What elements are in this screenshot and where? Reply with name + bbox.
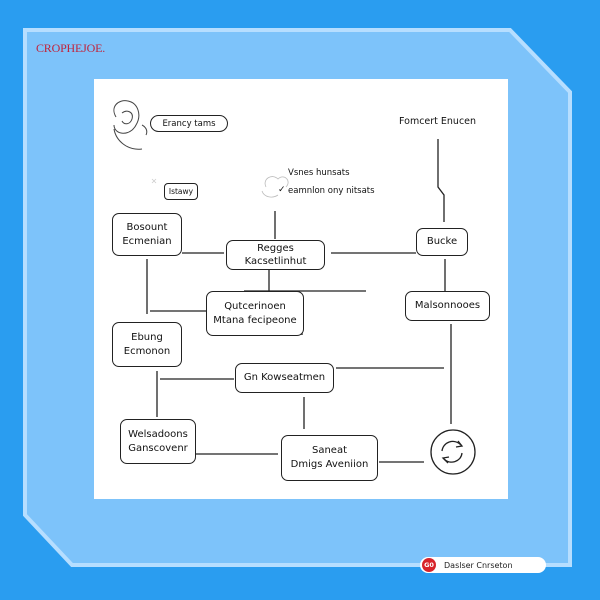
note-marker-icon: ✓ (278, 185, 286, 195)
qut-node: Qutcerinoen Mtana fecipeone (206, 291, 304, 336)
hand-icon (113, 100, 148, 150)
bosount-line-1: Bosount (126, 221, 168, 233)
refresh-icon (430, 429, 476, 475)
mal-node: Malsonnooes (405, 291, 490, 321)
qut-line-1: Qutcerinoen (224, 300, 286, 312)
note-line-1: Vsnes hunsats (288, 168, 350, 178)
pill-node: Erancy tams (150, 115, 228, 132)
welsadoons-node: Welsadoons Ganscovenr (120, 419, 196, 464)
bosount-line-2: Ecmenian (122, 235, 172, 247)
bosount-node: Bosount Ecmenian (112, 213, 182, 256)
footer-badge-pill[interactable]: G0 Daslser Cnrseton (420, 557, 546, 573)
tag-node: Istawy (164, 183, 198, 200)
pill-node-label: Erancy tams (162, 118, 216, 129)
ebung-line-2: Ecmonon (123, 345, 171, 357)
sparkle-icon (151, 178, 157, 184)
diagram-canvas: Erancy tams Fomcert Enucen Vsnes hunsats… (94, 79, 508, 499)
note-line-2: eamnlon ony nitsats (288, 186, 375, 196)
regges-line-1: Regges (257, 243, 294, 254)
tag-node-label: Istawy (168, 187, 194, 196)
brand-logo-text: CROPHEJOE. (36, 41, 106, 55)
saneat-line-2: Dmigs Aveniion (290, 459, 369, 470)
cloud-icon (261, 176, 289, 198)
regges-line-2: Kacsetlinhut (244, 256, 307, 267)
footer-badge-text: Daslser Cnrseton (444, 560, 513, 570)
connector-lines (113, 100, 476, 475)
gnk-label: Gn Kowseatmen (243, 372, 326, 383)
mal-label: Malsonnooes (414, 300, 481, 311)
footer-badge-icon: G0 (422, 558, 436, 572)
ebung-node: Ebung Ecmonon (112, 322, 182, 367)
bucke-node: Bucke (416, 228, 468, 256)
saneat-node: Saneat Dmigs Aveniion (281, 435, 378, 481)
saneat-line-1: Saneat (311, 445, 347, 456)
regges-node: Regges Kacsetlinhut (226, 240, 325, 270)
ebung-line-1: Ebung (131, 331, 163, 343)
qut-line-2: Mtana fecipeone (213, 314, 297, 326)
welsadoons-line-1: Welsadoons (128, 428, 188, 440)
bucke-label: Bucke (426, 236, 458, 247)
gnk-node: Gn Kowseatmen (235, 363, 334, 393)
welsadoons-line-2: Ganscovenr (128, 442, 188, 454)
top-right-label: Fomcert Enucen (399, 116, 477, 127)
